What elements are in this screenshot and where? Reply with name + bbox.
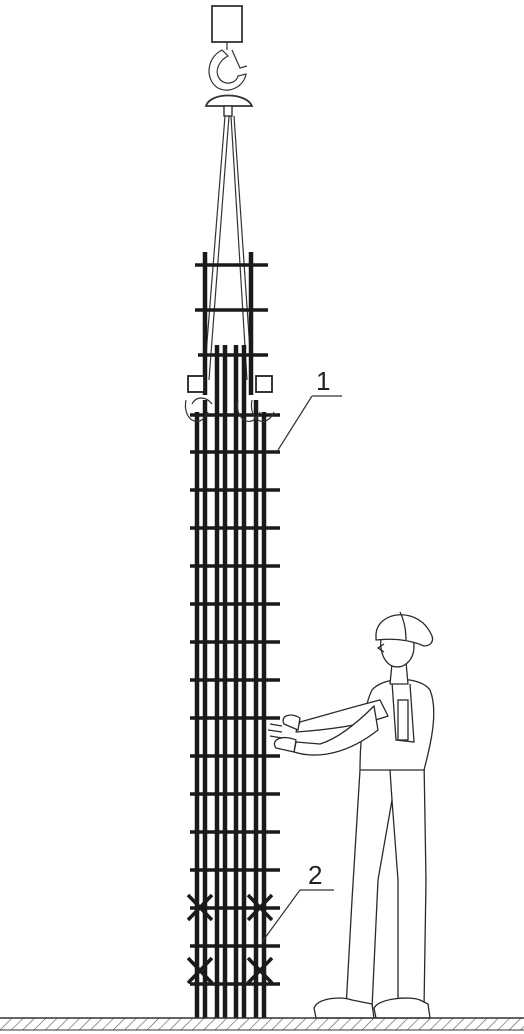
cross-bracing <box>186 893 274 985</box>
hook-saddle <box>204 94 254 107</box>
lifting-clamps <box>184 375 275 422</box>
callout-2-label: 2 <box>308 860 322 890</box>
hook-tip <box>231 49 248 69</box>
hook-shank <box>208 49 247 91</box>
crane-hook <box>204 5 254 117</box>
callout-1: 1 <box>277 366 342 451</box>
callout-2: 2 <box>261 860 334 943</box>
worker-figure <box>267 611 435 1019</box>
shackle <box>223 105 233 117</box>
clamp-left <box>187 375 205 393</box>
sling-ropes <box>203 115 253 381</box>
ground-hatching <box>0 1017 524 1031</box>
clamp-right <box>255 375 273 393</box>
callout-1-label: 1 <box>316 366 330 396</box>
hook-block <box>211 5 243 43</box>
